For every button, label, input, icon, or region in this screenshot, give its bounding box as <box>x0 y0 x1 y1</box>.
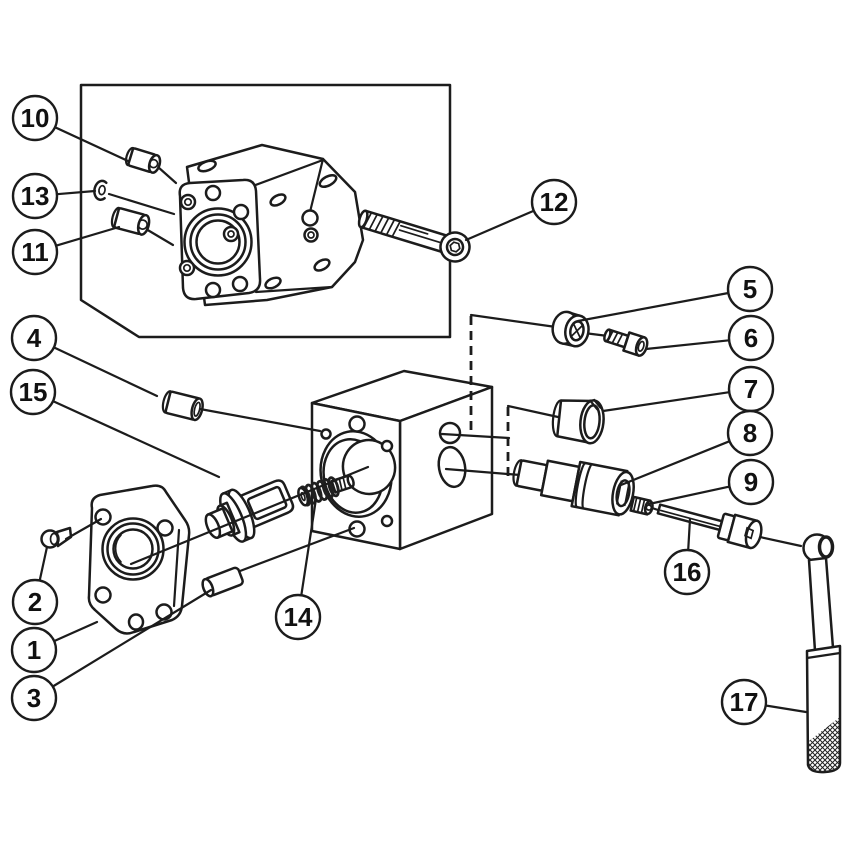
callout-number: 12 <box>540 187 569 217</box>
callout-circle <box>663 548 711 596</box>
inset-box <box>79 83 452 339</box>
callout-6: 6 <box>644 314 775 362</box>
leader-line <box>764 704 808 714</box>
part-cap-screw-12 <box>357 209 471 263</box>
callout-number: 15 <box>19 377 48 407</box>
part-bushing-7 <box>551 398 605 445</box>
callout-7: 7 <box>601 365 775 413</box>
leader-line <box>644 339 731 351</box>
leader-line <box>52 346 159 398</box>
callout-number: 9 <box>744 467 758 497</box>
leader-line <box>576 291 730 323</box>
leader-line <box>51 400 221 479</box>
part-clamp-screw-8 <box>512 459 635 517</box>
part-handle-17 <box>802 533 842 774</box>
callout-16: 16 <box>663 517 711 596</box>
leader-line <box>300 497 318 597</box>
callout-15: 15 <box>9 368 221 479</box>
part-pin-11 <box>110 206 151 236</box>
callout-number: 13 <box>21 181 50 211</box>
leader-line <box>53 126 130 163</box>
leader-line <box>619 440 731 487</box>
callout-circle <box>11 172 59 220</box>
part-set-screw-9 <box>629 495 654 516</box>
callout-14: 14 <box>274 497 322 641</box>
callout-circle <box>10 314 58 362</box>
leader-line <box>647 485 731 506</box>
callout-circle <box>11 228 59 276</box>
callout-circle <box>10 674 58 722</box>
callout-circle <box>530 178 578 226</box>
part-plug-15 <box>204 479 295 543</box>
leader-line <box>601 391 731 413</box>
callout-11: 11 <box>11 225 121 276</box>
callout-12: 12 <box>464 178 578 242</box>
leader-line <box>55 189 97 196</box>
callout-number: 10 <box>21 103 50 133</box>
callout-number: 8 <box>743 418 757 448</box>
central-block <box>310 369 494 551</box>
callout-5: 5 <box>576 265 774 323</box>
part-wrench-bit-16 <box>656 503 763 550</box>
callout-17: 17 <box>720 678 808 726</box>
callout-circle <box>726 265 774 313</box>
callout-circle <box>727 314 775 362</box>
part-set-screw-10 <box>124 146 162 174</box>
callout-3: 3 <box>10 588 213 722</box>
callout-number: 14 <box>284 602 313 632</box>
leader-line <box>51 588 213 688</box>
part-sleeve-4 <box>161 390 204 422</box>
leader-line <box>52 620 99 643</box>
part-screw-6 <box>603 328 649 357</box>
callout-circle <box>274 593 322 641</box>
callout-9: 9 <box>647 458 775 506</box>
callout-circle <box>726 409 774 457</box>
callout-number: 3 <box>27 683 41 713</box>
leader-line <box>38 545 49 582</box>
callout-number: 16 <box>673 557 702 587</box>
callout-number: 4 <box>27 323 42 353</box>
leader-line <box>464 209 535 242</box>
callout-number: 6 <box>744 323 758 353</box>
callout-number: 5 <box>743 274 757 304</box>
callout-circle <box>727 458 775 506</box>
callout-number: 7 <box>744 374 758 404</box>
callout-circle <box>11 94 59 142</box>
callout-number: 11 <box>21 237 49 267</box>
callout-1: 1 <box>10 620 99 674</box>
part-ring-13 <box>93 179 108 201</box>
callout-13: 13 <box>11 172 97 220</box>
knurl-grip-texture <box>809 717 840 773</box>
housing-assembly-inset <box>178 143 365 307</box>
leader-line <box>687 517 692 552</box>
callout-circle <box>10 626 58 674</box>
part-pin-3 <box>201 566 244 598</box>
leader-line <box>54 225 121 247</box>
axis-lines <box>64 316 522 573</box>
callout-circle <box>11 578 59 626</box>
callout-circle <box>720 678 768 726</box>
callout-number: 17 <box>730 687 759 717</box>
part-screw-2 <box>40 526 73 549</box>
callout-2: 2 <box>11 545 59 626</box>
callout-4: 4 <box>10 314 159 398</box>
callout-number: 2 <box>28 587 42 617</box>
callout-circle <box>9 368 57 416</box>
callout-10: 10 <box>11 94 130 163</box>
callout-8: 8 <box>619 409 774 487</box>
part-ring-nut-5 <box>551 310 590 348</box>
callout-number: 1 <box>27 635 41 665</box>
